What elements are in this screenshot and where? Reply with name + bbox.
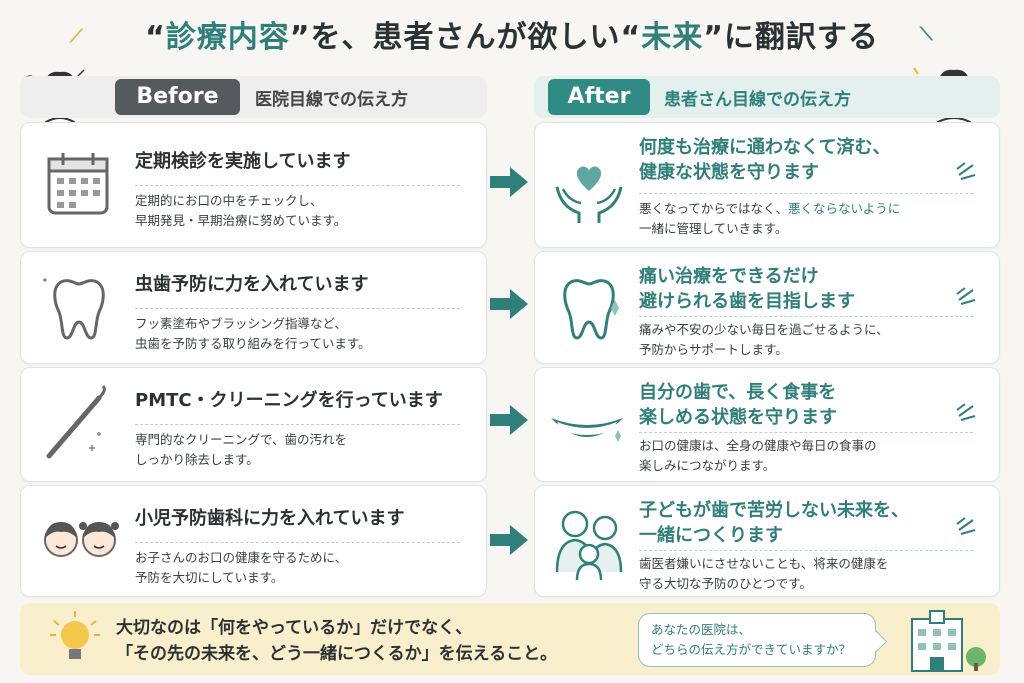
shining-tooth-icon [563,279,619,340]
card-description: お口の健康は、全身の健康や毎日の食事の楽しみにつながります。 [639,438,877,473]
arrow-right-icon [490,289,528,319]
emphasis-lines-icon [956,287,976,305]
emphasis-lines-icon [956,403,976,421]
divider [135,542,460,543]
after-badge: After [548,79,650,115]
after-card-pediatric: 子どもが歯で苦労しない未来を、一緒につくります 歯医者嫌いにさせないことも、将来… [534,485,1000,597]
card-title: 小児予防歯科に力を入れています [135,508,405,529]
card-description: お子さんのお口の健康を守るために、予防を大切にしています。 [135,550,348,585]
card-description: フッ素塗布やブラッシング指導など、虫歯を予防する取り組みを行っています。 [135,316,371,351]
children-icon [44,522,119,557]
card-description: 定期的にお口の中をチェックし、早期発見・早期治療に努めています。 [135,193,347,228]
card-title: 虫歯予防に力を入れています [135,274,369,295]
emphasis-lines-icon [956,162,976,180]
sparkle-icon: ⟍ [920,24,933,45]
after-card-checkup: 何度も治療に通わなくて済む、健康な状態を守ります 悪くなってからではなく、悪くな… [534,122,1000,248]
arrow-right-icon [490,405,528,435]
divider [135,185,460,186]
divider [639,550,973,551]
card-title: 自分の歯で、長く食事を楽しめる状態を守ります [639,382,837,428]
divider [639,193,973,194]
summary-text: 大切なのは「何をやっているか」だけでなく、「その先の未来を、どう一緒につくるか」… [116,618,558,664]
before-card-checkup: 定期検診を実施しています 定期的にお口の中をチェックし、早期発見・早期治療に努め… [20,122,487,248]
divider [135,308,460,309]
divider [639,432,973,433]
sparkle-icon: ⟋ [70,26,83,47]
light-bulb-icon [50,611,100,659]
card-description: 悪くなってからではなく、悪くならないように一緒に管理していきます。 [639,201,901,236]
after-header: After 患者さん目線での伝え方 [534,76,1000,118]
page-title: “診療内容”を、患者さんが欲しい“未来”に翻訳する [145,20,879,55]
card-title: 何度も治療に通わなくて済む、健康な状態を守ります [639,137,891,183]
card-title: PMTC・クリーニングを行っています [135,390,443,411]
card-description: 痛みや不安の少ない毎日を過ごせるように、予防からサポートします。 [639,322,889,357]
divider [639,316,973,317]
dental-scaler-icon [46,384,106,459]
before-card-cavity: 虫歯予防に力を入れています フッ素塗布やブラッシング指導など、虫歯を予防する取り… [20,251,487,364]
arrow-right-icon [490,525,528,555]
emphasis-lines-icon [956,517,976,535]
tooth-icon [43,278,105,340]
clinic-building-icon [911,610,986,672]
card-title: 定期検診を実施しています [135,151,351,172]
heart-hands-icon [555,166,623,223]
card-title: 痛い治療をできるだけ避けられる歯を目指します [639,266,855,312]
after-card-cavity: 痛い治療をできるだけ避けられる歯を目指します 痛みや不安の少ない毎日を過ごせるよ… [534,251,1000,364]
before-card-pediatric: 小児予防歯科に力を入れています お子さんのお口の健康を守るために、予防を大切にし… [20,485,487,597]
summary-banner: 大切なのは「何をやっているか」だけでなく、「その先の未来を、どう一緒につくるか」… [20,603,1000,675]
calendar-icon [47,153,109,215]
after-card-pmtc: 自分の歯で、長く食事を楽しめる状態を守ります お口の健康は、全身の健康や毎日の食… [534,367,1000,482]
before-badge: Before [115,79,240,115]
card-description: 歯医者嫌いにさせないことも、将来の健康を守る大切な予防のひとつです。 [639,556,889,591]
card-title: 子どもが歯で苦労しない未来を、一緒につくります [639,500,909,546]
question-bubble: あなたの医院は、どちらの伝え方ができていますか？ [638,613,876,667]
arrow-right-icon [490,167,528,197]
divider [135,424,460,425]
before-header: Before 医院目線での伝え方 [20,76,487,118]
before-label: 医院目線での伝え方 [255,90,408,110]
smile-icon [551,418,623,442]
after-label: 患者さん目線での伝え方 [664,90,851,110]
family-icon [555,510,623,581]
card-description: 専門的なクリーニングで、歯の汚れをしっかり除去します。 [135,432,348,467]
before-card-pmtc: PMTC・クリーニングを行っています 専門的なクリーニングで、歯の汚れをしっかり… [20,367,487,482]
